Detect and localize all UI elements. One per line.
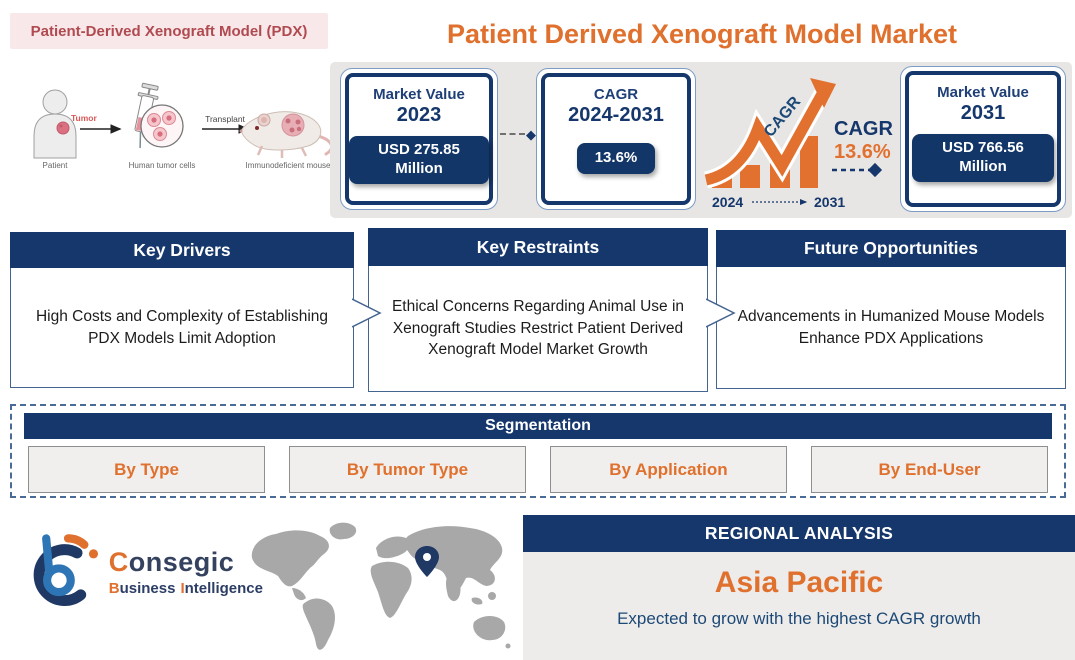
stat-year: 2031 — [960, 102, 1006, 124]
mouse-label: Immunodeficient mouse — [246, 161, 330, 170]
consegic-logo-mark-icon — [33, 533, 99, 606]
transplant-label: Transplant — [205, 114, 245, 124]
cells-label: Human tumor cells — [129, 161, 196, 170]
growth-chart-icon: CAGR CAGR 13.6% 2024 2031 — [703, 78, 893, 210]
location-pin-icon — [415, 546, 439, 577]
panel-body: Ethical Concerns Regarding Animal Use in… — [368, 266, 708, 392]
end-year-label: 2031 — [814, 194, 845, 210]
pdx-banner-title: Patient-Derived Xenograft Model (PDX) — [30, 22, 308, 40]
page-title: Patient Derived Xenograft Model Market — [446, 18, 958, 49]
pdx-diagram: Tumor Transplant — [33, 82, 330, 170]
tumor-label: Tumor — [71, 113, 98, 123]
region-name: Asia Pacific — [714, 566, 884, 599]
panel-body: High Costs and Complexity of Establishin… — [10, 268, 354, 388]
stats-strip: Market Value 2023 USD 275.85 Million ◆ C… — [330, 62, 1072, 218]
segmentation-title: Segmentation — [24, 413, 1052, 439]
panel-key-restraints: Key Restraints Ethical Concerns Regardin… — [368, 228, 708, 392]
patient-figure-icon — [33, 89, 77, 159]
stat-label: CAGR — [593, 86, 639, 103]
panel-body: Advancements in Humanized Mouse Models E… — [716, 267, 1066, 389]
panel-future-opportunities: Future Opportunities Advancements in Hum… — [716, 230, 1066, 389]
map-continents — [251, 522, 511, 650]
segment-by-type: By Type — [28, 446, 265, 493]
chevron-right-icon — [706, 298, 736, 328]
segment-by-tumor-type: By Tumor Type — [289, 446, 526, 493]
stat-value-badge: USD 766.56 Million — [912, 134, 1054, 182]
regional-analysis-header: REGIONAL ANALYSIS — [523, 515, 1075, 552]
stat-label: Market Value — [937, 84, 1029, 101]
growth-arrow-icon — [704, 91, 827, 186]
regional-analysis-body: Asia Pacific Expected to grow with the h… — [523, 552, 1075, 660]
tumor-icon — [56, 121, 70, 135]
stat-value-badge: 13.6% — [576, 143, 656, 174]
logo-brand-name: Consegic — [108, 547, 235, 577]
cagr-label: CAGR — [834, 118, 893, 140]
chevron-right-icon — [352, 298, 382, 328]
stat-period: 2024-2031 — [568, 104, 664, 126]
patient-label: Patient — [43, 161, 69, 170]
panel-title: Key Restraints — [368, 228, 708, 266]
panel-title: Future Opportunities — [716, 230, 1066, 267]
pdx-banner: Patient-Derived Xenograft Model (PDX) — [10, 13, 328, 49]
stat-card-market-value-2023: Market Value 2023 USD 275.85 Million — [340, 68, 498, 210]
mouse-icon — [239, 111, 330, 158]
stat-card-cagr: CAGR 2024-2031 13.6% — [536, 68, 696, 210]
stat-label: Market Value — [373, 86, 465, 103]
start-year-label: 2024 — [712, 194, 743, 210]
world-map — [251, 522, 511, 650]
stat-card-market-value-2031: Market Value 2031 USD 766.56 Million — [900, 66, 1066, 212]
dashed-connector-icon: ◆ — [500, 126, 536, 142]
stat-year: 2023 — [396, 104, 442, 126]
panel-key-drivers: Key Drivers High Costs and Complexity of… — [10, 232, 354, 388]
region-subtitle: Expected to grow with the highest CAGR g… — [617, 609, 981, 628]
segment-by-application: By Application — [550, 446, 787, 493]
panel-title: Key Drivers — [10, 232, 354, 268]
tumor-cells-icon — [140, 104, 184, 148]
segment-by-end-user: By End-User — [811, 446, 1048, 493]
segmentation-section: Segmentation By Type By Tumor Type By Ap… — [10, 404, 1066, 498]
stat-value-badge: USD 275.85 Million — [349, 136, 489, 184]
cagr-value: 13.6% — [834, 141, 891, 163]
